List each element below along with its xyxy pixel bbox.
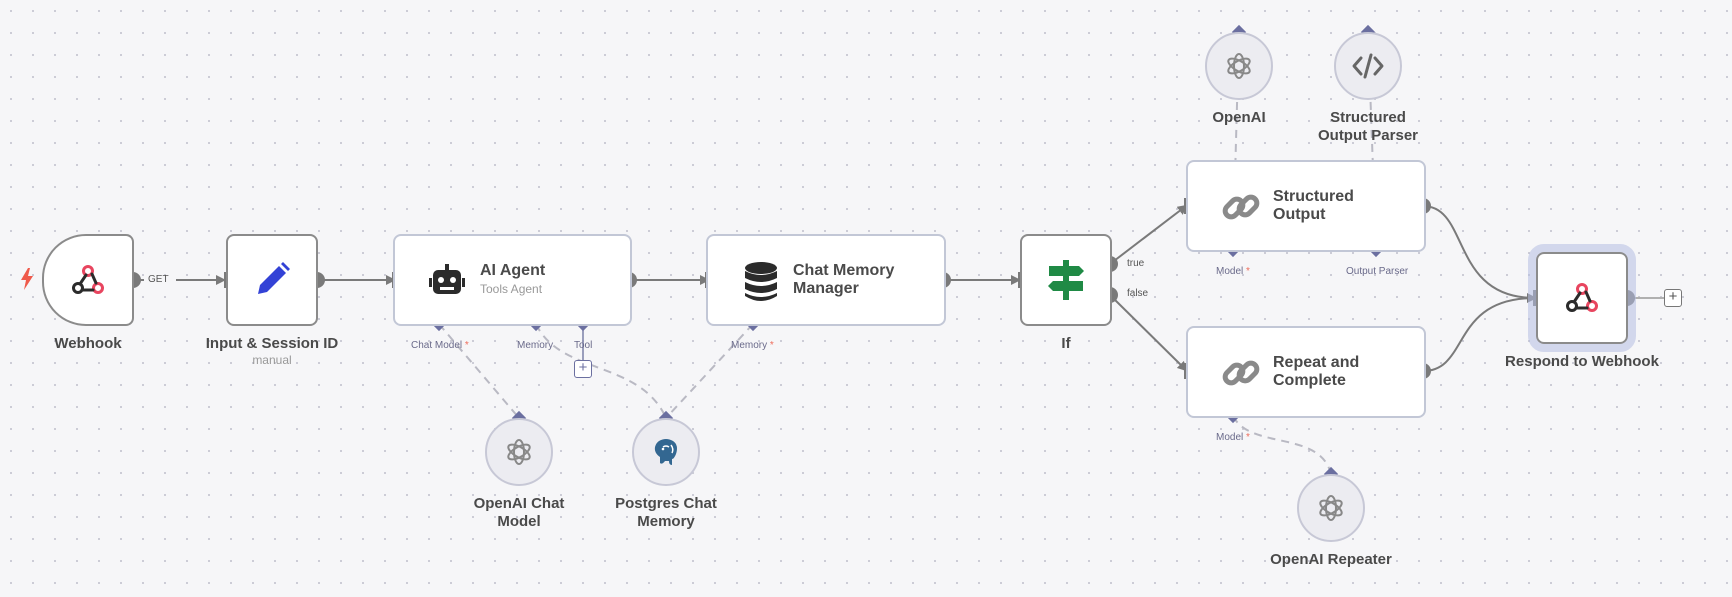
edge-if-true	[1109, 204, 1188, 265]
node-if-label: If	[1061, 335, 1071, 352]
robot-icon	[429, 264, 465, 296]
openai-icon	[1227, 53, 1251, 79]
node-ai-agent-subtitle: Tools Agent	[480, 282, 543, 296]
sub-connections	[438, 31, 1377, 475]
node-structured-output-parser-label: Structured Output Parser	[1317, 109, 1419, 144]
port-label-memory: Memory	[517, 340, 554, 351]
port-label-output-parser: Output Parser	[1346, 266, 1409, 277]
node-structured-output-parser[interactable]	[1334, 32, 1402, 100]
node-repeat-complete-title: Repeat and Complete	[1273, 354, 1360, 389]
webhook-icon	[1538, 254, 1626, 342]
node-postgres-chat-memory-label: Postgres Chat Memory	[615, 495, 717, 530]
openai-icon	[1319, 495, 1343, 521]
pencil-icon	[228, 236, 316, 324]
webhook-icon	[44, 236, 132, 324]
add-node-button[interactable]: +	[1664, 289, 1682, 307]
if-true-label: true	[1127, 258, 1145, 269]
main-connections	[133, 204, 1664, 372]
node-ai-agent-title: AI Agent	[480, 262, 546, 279]
node-openai-chat-model-label: OpenAI Chat Model	[473, 495, 565, 530]
node-openai-repeater[interactable]	[1297, 474, 1365, 542]
edge-chatmodel-agent	[438, 323, 520, 419]
edge-repeater-repeat	[1232, 415, 1332, 475]
edge-memory-agent	[535, 323, 667, 419]
node-repeat-complete[interactable]: Repeat and Complete	[1186, 326, 1426, 418]
port-label-memory-manager: Memory *	[731, 340, 774, 351]
chain-link-icon	[1222, 354, 1260, 392]
node-respond-label: Respond to Webhook	[1505, 353, 1659, 370]
edge-if-false	[1109, 294, 1188, 372]
node-webhook[interactable]	[42, 234, 134, 326]
edge-get-label: GET	[148, 274, 169, 285]
node-structured-output-title: Structured Output	[1273, 188, 1354, 223]
edge-postgres-memorymgr	[665, 323, 754, 419]
signpost-icon	[1022, 236, 1110, 324]
database-icon	[744, 262, 778, 302]
edge-repeat-respond	[1422, 297, 1536, 372]
port-label-chat-model: Chat Model *	[411, 340, 469, 351]
postgres-elephant-icon	[654, 439, 677, 465]
node-input-session[interactable]	[226, 234, 318, 326]
chain-link-icon	[1222, 188, 1260, 226]
node-if[interactable]	[1020, 234, 1112, 326]
node-ai-agent[interactable]: AI Agent Tools Agent	[393, 234, 632, 326]
node-webhook-label: Webhook	[54, 335, 122, 352]
port-label-repeat-model: Model *	[1216, 432, 1250, 443]
if-false-label: false	[1127, 288, 1149, 299]
port-label-tool: Tool	[574, 340, 593, 351]
node-openai-label: OpenAI	[1212, 109, 1266, 126]
node-postgres-chat-memory[interactable]	[632, 418, 700, 486]
node-input-session-label: Input & Session ID	[205, 335, 339, 352]
node-chat-memory-manager[interactable]: Chat Memory Manager	[706, 234, 946, 326]
trigger-bolt-icon	[21, 268, 33, 290]
node-openai[interactable]	[1205, 32, 1273, 100]
edge-structured-respond	[1422, 205, 1537, 303]
node-structured-output[interactable]: Structured Output	[1186, 160, 1426, 252]
node-openai-repeater-label: OpenAI Repeater	[1270, 551, 1392, 568]
node-openai-chat-model[interactable]	[485, 418, 553, 486]
code-icon	[1352, 53, 1384, 79]
openai-icon	[507, 439, 531, 465]
port-label-structured-model: Model *	[1216, 266, 1250, 277]
add-tool-button[interactable]: +	[574, 360, 592, 378]
node-respond-to-webhook[interactable]	[1528, 244, 1636, 352]
node-chat-memory-manager-title: Chat Memory Manager	[793, 262, 895, 297]
node-input-session-sublabel: manual	[252, 353, 292, 367]
